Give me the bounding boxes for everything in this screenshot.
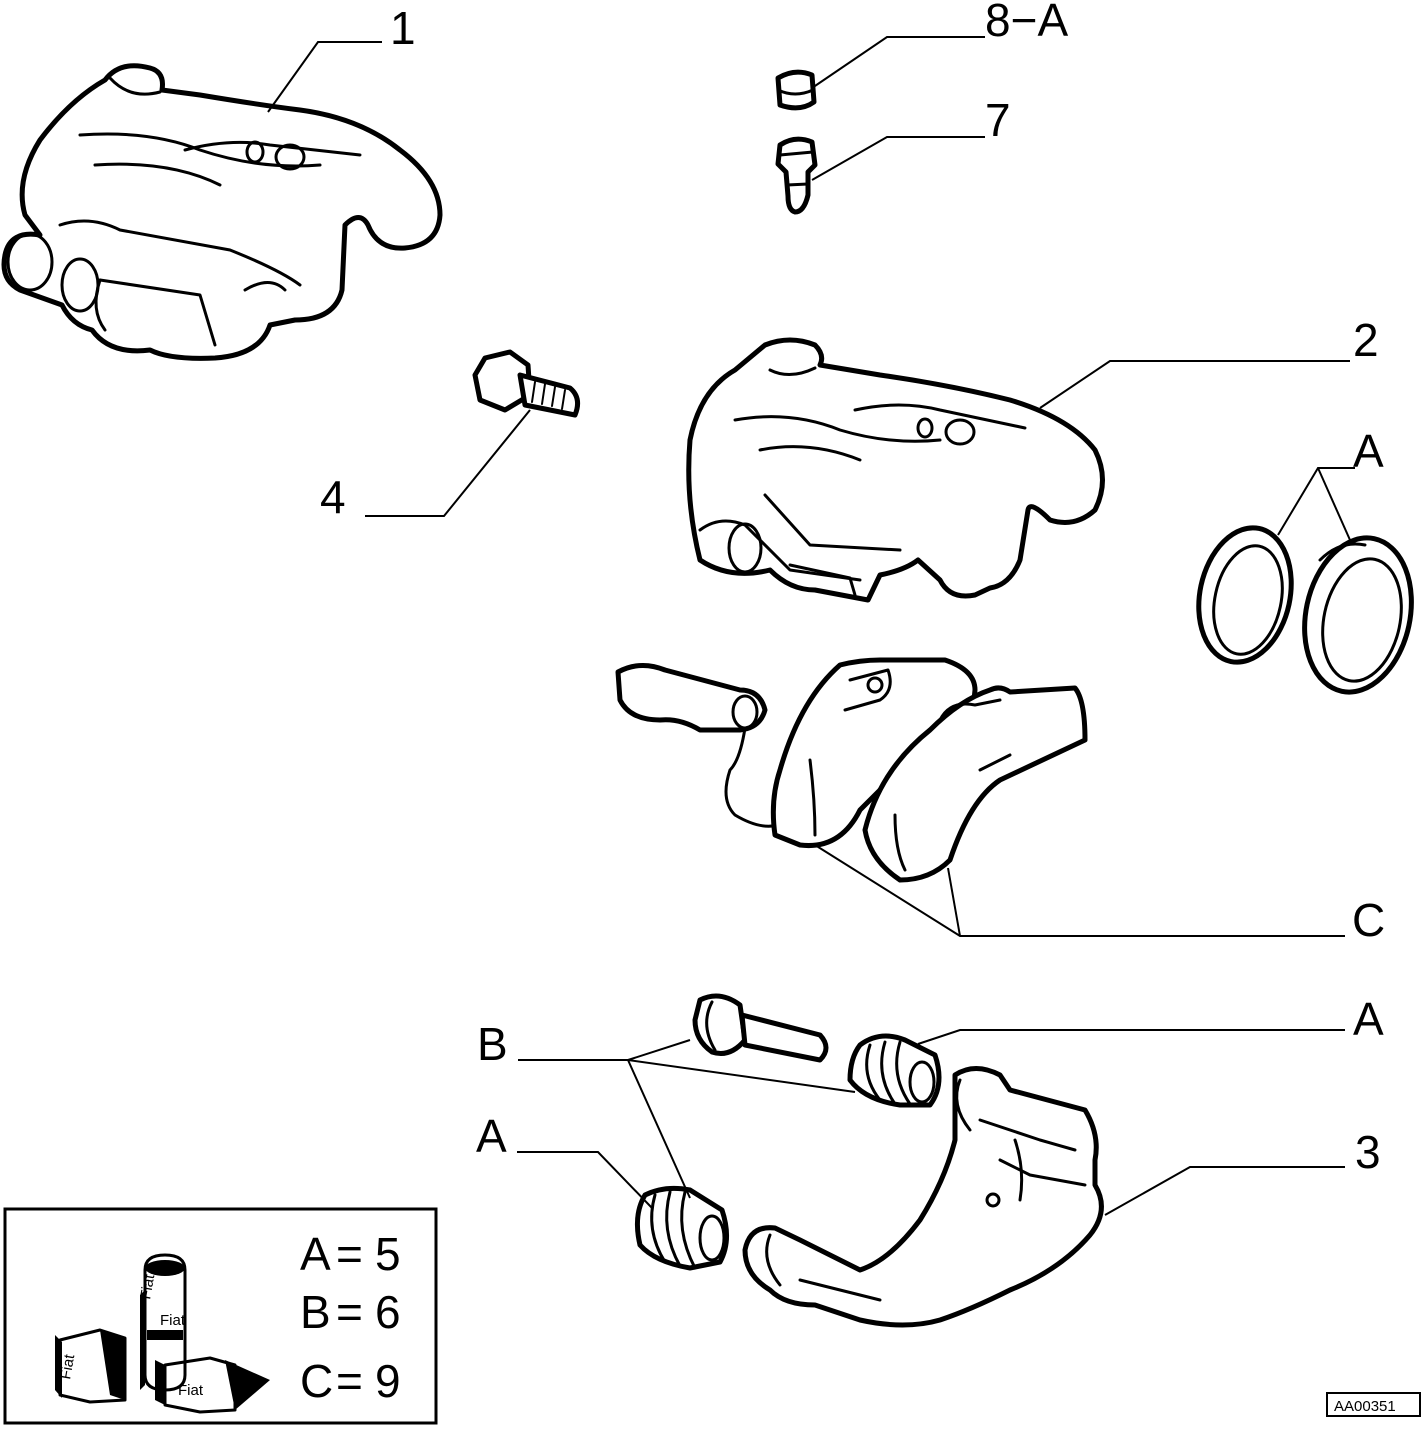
pack-label-3: Fiat xyxy=(57,1352,78,1380)
reference-code-text: AA00351 xyxy=(1334,1398,1396,1415)
callout-c: C xyxy=(1352,894,1385,946)
leader-lines xyxy=(267,36,1355,1216)
callout-b: B xyxy=(477,1018,508,1070)
callout-8a: 8−A xyxy=(985,0,1068,46)
callout-7: 7 xyxy=(985,94,1011,146)
legend-row-c-value: 9 xyxy=(375,1355,401,1407)
callout-a-boot-upper: A xyxy=(1353,993,1384,1045)
callout-2: 2 xyxy=(1353,314,1379,366)
pack-label-1: Fiat xyxy=(137,1272,158,1300)
legend-frame xyxy=(3,1207,438,1425)
legend-row-a-value: 5 xyxy=(375,1228,401,1280)
pack-label-2: Fiat xyxy=(160,1312,186,1329)
callout-1: 1 xyxy=(390,2,416,54)
legend-row-b-eq: = xyxy=(336,1286,363,1338)
caliper-body-2 xyxy=(686,337,1105,603)
callout-a-seal-rings: A xyxy=(1353,425,1384,477)
piston-seal-rings xyxy=(1196,525,1414,695)
legend-row-a-eq: = xyxy=(336,1228,363,1280)
guide-pin-b xyxy=(692,993,829,1063)
lubricant-legend: Fiat Fiat Fiat Fiat A = 5 B = 6 C = 9 xyxy=(3,1207,438,1425)
legend-row-c-eq: = xyxy=(336,1355,363,1407)
legend-row-a-key: A xyxy=(300,1228,331,1280)
hex-bolt-4 xyxy=(472,349,581,418)
dust-boot-lower xyxy=(634,1185,729,1271)
legend-row-b-value: 6 xyxy=(375,1286,401,1338)
bleed-cap-8a xyxy=(775,69,817,111)
pack-label-4: Fiat xyxy=(178,1382,204,1399)
legend-row-c-key: C xyxy=(300,1355,333,1407)
callout-3: 3 xyxy=(1355,1126,1381,1178)
dust-boot-upper xyxy=(847,1033,942,1108)
callout-a-boot-lower: A xyxy=(476,1110,507,1162)
brake-pads-c xyxy=(615,657,1088,883)
lubricant-pack-icon: Fiat Fiat Fiat Fiat xyxy=(55,1253,270,1414)
legend-row-b-key: B xyxy=(300,1286,331,1338)
bleed-screw-7 xyxy=(775,136,818,215)
caliper-body-1 xyxy=(1,63,443,361)
callout-4: 4 xyxy=(320,471,346,523)
caliper-bracket-3 xyxy=(742,1066,1104,1328)
reference-code: AA00351 xyxy=(1326,1392,1421,1417)
